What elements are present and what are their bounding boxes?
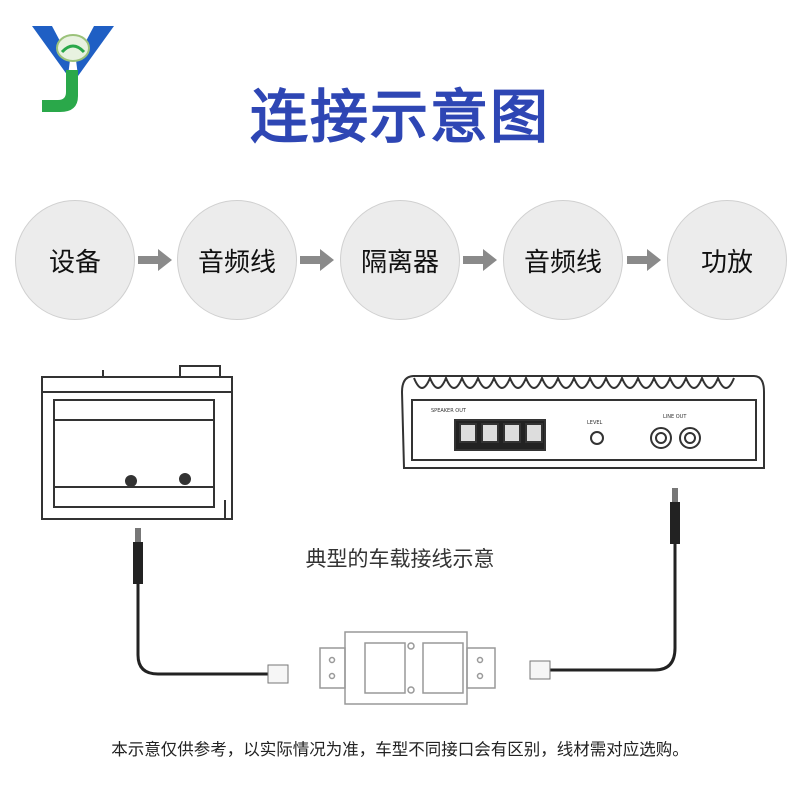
diagram-caption: 典型的车载接线示意 (305, 547, 495, 571)
flow-node-audio-cable-2: 音频线 (503, 200, 623, 320)
right-audio-cable (529, 488, 680, 680)
isolator-module (319, 631, 496, 705)
wiring-diagram: SPEAKER OUT LEVEL LINE OUT (41, 365, 765, 705)
flow-node-device: 设备 (15, 200, 135, 320)
amplifier-unit (400, 375, 765, 469)
flow-node-amplifier: 功放 (667, 200, 787, 320)
flow-node-audio-cable: 音频线 (177, 200, 297, 320)
arrow-right-icon (463, 249, 497, 271)
page-title: 连接示意图 (249, 83, 550, 151)
left-audio-cable (133, 528, 289, 684)
level-label: LEVEL (587, 420, 603, 426)
head-unit-device (41, 365, 233, 520)
disclaimer-note: 本示意仅供参考，以实际情况为准，车型不同接口会有区别，线材需对应选购。 (111, 740, 689, 759)
arrow-right-icon (300, 249, 334, 271)
speaker-out-label: SPEAKER OUT (431, 408, 467, 414)
flow-node-isolator: 隔离器 (340, 200, 460, 320)
connection-flow: 设备 音频线 隔离器 音频线 功放 (0, 200, 800, 320)
arrow-right-icon (138, 249, 172, 271)
arrow-right-icon (627, 249, 661, 271)
brand-logo-icon (32, 26, 114, 112)
line-out-label: LINE OUT (663, 414, 687, 420)
